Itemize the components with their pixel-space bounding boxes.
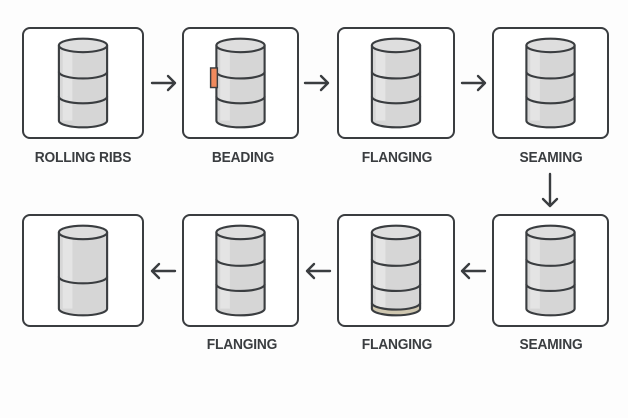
drum-highlight [62,232,73,309]
step-box-beading [182,27,299,139]
drum-outline [57,45,109,129]
drum-outline [525,45,576,129]
drum-icon [57,37,109,129]
drum-highlight [62,45,73,121]
arrow-right-icon [303,74,330,92]
drum-outline [525,232,576,317]
drum-lid [525,224,576,241]
arrow-down-icon [541,172,559,208]
drum-rib [57,276,109,285]
step-box-flanging-3 [182,214,299,327]
step-box-flanging-2 [337,214,455,327]
drum-icon [209,37,266,129]
drum-highlight [220,232,230,309]
drum-icon [57,224,109,317]
drum-icon [215,224,266,317]
drum-rib [525,96,576,105]
drum-highlight [530,232,540,309]
drum-rib [215,258,266,267]
drum-rib [215,96,266,105]
drum-highlight [375,232,386,309]
step-label-rolling-ribs: ROLLING RIBS [34,150,132,166]
step-box-seaming-2 [492,214,609,327]
step-label-flanging-3: FLANGING [206,337,278,353]
step-label-beading: BEADING [211,150,275,166]
drum-lid [215,37,266,54]
drum-rib [57,96,109,105]
arrow-right-icon [150,74,177,92]
step-box-flanging [337,27,455,139]
arrow-left-icon [150,262,177,280]
drum-icon [370,37,422,129]
step-label-flanging-2: FLANGING [361,337,433,353]
drum-outline [215,45,266,129]
drum-lid [57,37,109,54]
arrow-left-icon [305,262,332,280]
drum-outline [370,232,422,317]
step-box-final [22,214,144,327]
step-box-seaming [492,27,609,139]
drum-rib [525,283,576,293]
drum-lid [57,224,109,241]
drum-highlight [220,45,230,121]
step-label-flanging: FLANGING [361,150,433,166]
drum-lid [215,224,266,241]
drum-rib [370,283,422,293]
drum-rib [57,71,109,80]
step-box-rolling-ribs [22,27,144,139]
drum-rib [215,283,266,293]
drum-outline [57,232,109,317]
bead-tab [209,67,219,89]
flange-base [371,302,421,316]
arrow-right-icon [460,74,487,92]
drum-rib [215,71,266,80]
drum-icon [525,224,576,317]
drum-outline [215,232,266,317]
drum-lid [370,224,422,241]
drum-rib [525,258,576,267]
drum-icon [525,37,576,129]
drum-rib [370,96,422,105]
drum-rib [370,258,422,267]
drum-icon [370,224,422,317]
drum-rib [525,71,576,80]
drum-highlight [375,45,386,121]
drum-outline [370,45,422,129]
drum-lid [525,37,576,54]
drum-rib [370,71,422,80]
step-label-seaming-2: SEAMING [519,337,583,353]
flange-line [370,302,422,311]
drum-highlight [530,45,540,121]
arrow-left-icon [460,262,487,280]
drum-lid [370,37,422,54]
step-label-seaming: SEAMING [519,150,583,166]
